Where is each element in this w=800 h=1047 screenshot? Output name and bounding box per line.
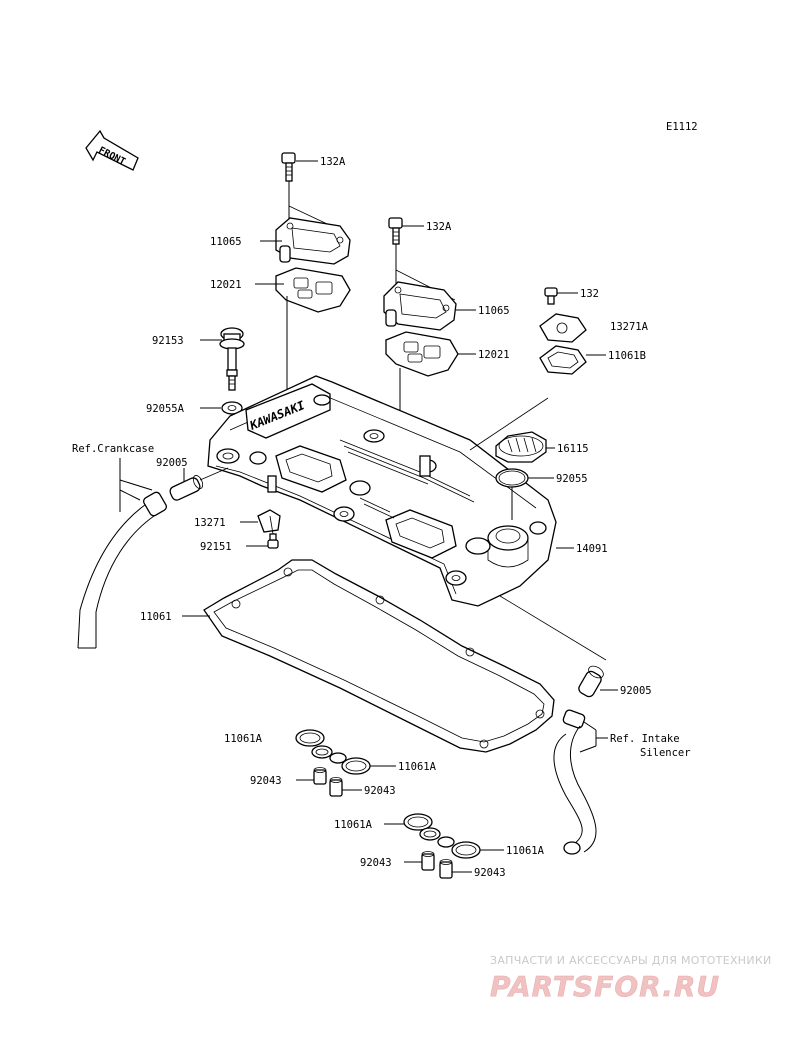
bolt-92151 bbox=[267, 533, 279, 549]
oil-filler-cap-16115 bbox=[495, 431, 547, 463]
fitting-92005-left bbox=[169, 475, 204, 501]
label-132a-left: 132A bbox=[320, 156, 346, 168]
label-ref-intake-1: Ref. Intake bbox=[610, 733, 680, 745]
label-132: 132 bbox=[580, 288, 599, 300]
label-ref-intake-2: Silencer bbox=[640, 747, 691, 759]
gasket-11061b bbox=[539, 345, 587, 375]
bolt-92153 bbox=[219, 327, 245, 391]
o-ring-11061a-upper-1 bbox=[295, 729, 325, 747]
intake-silencer-hose bbox=[553, 709, 597, 855]
label-11061: 11061 bbox=[140, 611, 172, 623]
o-ring-92055 bbox=[495, 468, 529, 488]
label-11065-right: 11065 bbox=[478, 305, 510, 317]
cap-13271 bbox=[257, 509, 281, 533]
breather-cover-11065-left bbox=[275, 217, 351, 265]
o-ring-11061a-lower-2 bbox=[437, 836, 481, 859]
cylinder-head-cover-14091: KAWASAKI bbox=[207, 375, 557, 607]
label-92055a: 92055A bbox=[146, 403, 185, 415]
cap-13271a bbox=[539, 313, 587, 343]
label-92005-right: 92005 bbox=[620, 685, 652, 697]
label-92043-3: 92043 bbox=[360, 857, 392, 869]
front-arrow-icon: FRONT bbox=[85, 129, 139, 171]
gasket-12021-right bbox=[385, 331, 459, 377]
label-92043-1: 92043 bbox=[250, 775, 282, 787]
watermark-logo: PARTSFOR.RU bbox=[490, 970, 720, 1003]
head-cover-gasket-11061 bbox=[203, 559, 555, 753]
label-92043-4: 92043 bbox=[474, 867, 506, 879]
label-12021-left: 12021 bbox=[210, 279, 242, 291]
diagram-code: E1112 bbox=[666, 121, 698, 133]
bolt-132a-right bbox=[388, 217, 403, 245]
dowel-92043-lower-2 bbox=[439, 859, 453, 879]
label-11065-left: 11065 bbox=[210, 236, 242, 248]
label-11061a-2: 11061A bbox=[398, 761, 437, 773]
bolt-132 bbox=[544, 287, 558, 305]
label-92153: 92153 bbox=[152, 335, 184, 347]
label-12021-right: 12021 bbox=[478, 349, 510, 361]
o-ring-11061a-lower-1 bbox=[403, 813, 441, 841]
breather-cover-11065-right bbox=[383, 281, 457, 331]
gasket-12021-left bbox=[275, 267, 351, 313]
watermark-top: ЗАПЧАСТИ И АКСЕССУАРЫ ДЛЯ МОТОТЕХНИКИ bbox=[490, 954, 772, 967]
crankcase-hose bbox=[77, 491, 167, 649]
label-92055: 92055 bbox=[556, 473, 588, 485]
label-11061b: 11061B bbox=[608, 350, 646, 362]
dowel-92043-upper-2 bbox=[329, 777, 343, 797]
o-ring-11061a-upper-2 bbox=[311, 745, 371, 775]
label-ref-crankcase: Ref.Crankcase bbox=[72, 443, 154, 455]
dowel-92043-lower-1 bbox=[421, 851, 435, 871]
label-92005-left: 92005 bbox=[156, 457, 188, 469]
label-92151: 92151 bbox=[200, 541, 232, 553]
bolt-132a-left bbox=[281, 152, 296, 182]
label-11061a-3: 11061A bbox=[334, 819, 373, 831]
label-132a-right: 132A bbox=[426, 221, 452, 233]
label-14091: 14091 bbox=[576, 543, 608, 555]
label-92043-2: 92043 bbox=[364, 785, 396, 797]
label-16115: 16115 bbox=[557, 443, 589, 455]
label-13271: 13271 bbox=[194, 517, 226, 529]
dowel-92043-upper-1 bbox=[313, 767, 327, 785]
label-11061a-4: 11061A bbox=[506, 845, 545, 857]
label-11061a-1: 11061A bbox=[224, 733, 263, 745]
label-13271a: 13271A bbox=[610, 321, 649, 333]
fitting-92005-right bbox=[578, 665, 604, 698]
